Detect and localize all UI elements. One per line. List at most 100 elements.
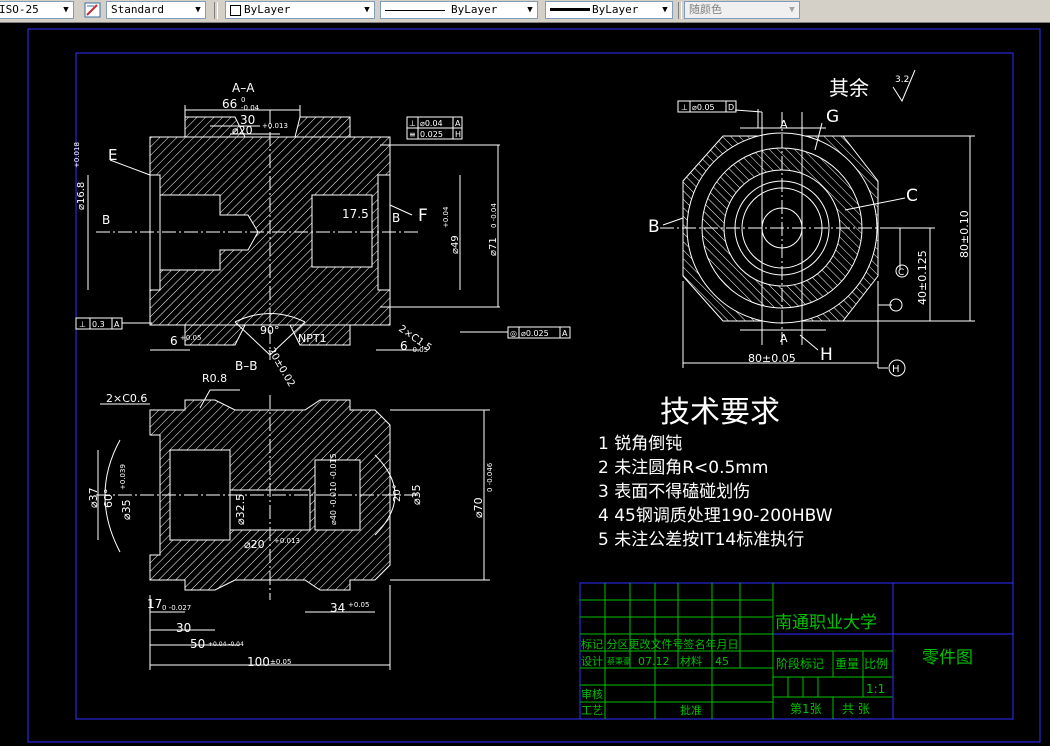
gdt5-symbol: ⊥ xyxy=(681,103,688,112)
gdt4-value: ⌀0.025 xyxy=(521,329,549,338)
plotstyle-dropdown[interactable]: 随颜色 ▼ xyxy=(684,1,800,19)
dim-17-tol: 0 -0.027 xyxy=(162,604,191,612)
gdt2-ref: H xyxy=(455,130,461,139)
dim-6-left-tol: +0.05 xyxy=(180,334,201,342)
tb-material-label: 材料 xyxy=(680,654,702,668)
tb-review: 审核 xyxy=(581,687,603,701)
tb-designer-name: 蔡秉豪 xyxy=(607,656,631,666)
angle-90: 90° xyxy=(260,324,280,337)
layer-value: ByLayer xyxy=(244,3,291,16)
dim-20deg: 20° xyxy=(392,484,403,502)
dim-66-tol-dn: -0.04 xyxy=(241,104,260,112)
tb-process: 工艺 xyxy=(581,704,603,717)
gdt1-value: ⌀0.04 xyxy=(420,119,443,128)
dimstyle-dropdown[interactable]: ISO-25 ▼ xyxy=(0,1,74,19)
tb-drawing-name: 零件图 xyxy=(922,648,973,668)
note-item-2: 2 未注圆角R<0.5mm xyxy=(598,458,768,478)
chevron-down-icon[interactable]: ▼ xyxy=(364,5,370,15)
dim-d16-8: ⌀16.8 xyxy=(76,182,87,210)
roughness-symbol-icon xyxy=(892,69,916,103)
chevron-down-icon[interactable]: ▼ xyxy=(662,5,668,15)
chevron-down-icon[interactable]: ▼ xyxy=(527,5,533,15)
label-c: C xyxy=(906,186,918,206)
datum-c-text: C xyxy=(898,268,904,278)
tb-weight: 重量 xyxy=(835,657,859,671)
chevron-down-icon[interactable]: ▼ xyxy=(789,5,795,15)
label-b-mid: B xyxy=(648,217,660,237)
tb-date: 07.12 xyxy=(638,655,670,668)
properties-toolbar: ISO-25 ▼ Standard ▼ ByLayer ▼ ByLayer ▼ … xyxy=(0,0,1050,23)
dim-66: 66 xyxy=(222,97,237,111)
dim-17-5: 17.5 xyxy=(342,207,369,221)
dim-d20-top-tol: +0.013 xyxy=(262,122,288,130)
tb-scale-label: 比例 xyxy=(864,657,888,671)
outer-border xyxy=(27,28,1041,743)
npt-label: NPT1 xyxy=(298,332,327,345)
chevron-down-icon[interactable]: ▼ xyxy=(195,5,201,15)
dim-d70: ⌀70 xyxy=(472,497,485,518)
color-swatch-icon xyxy=(230,5,241,16)
text-style-icon[interactable] xyxy=(84,2,102,19)
plotstyle-value: 随颜色 xyxy=(689,3,722,16)
label-h: H xyxy=(820,345,833,365)
datum-h-marker: H xyxy=(888,359,906,377)
dim-d35-left-tol: +0.039 xyxy=(119,464,127,490)
gdt4-ref: A xyxy=(562,329,568,338)
note-item-5: 5 未注公差按IT14标准执行 xyxy=(598,530,804,550)
layer-color-dropdown[interactable]: ByLayer ▼ xyxy=(225,1,375,19)
section-aa-label: A–A xyxy=(232,81,255,95)
gdt1-ref: A xyxy=(455,119,461,128)
textstyle-value: Standard xyxy=(111,3,164,16)
gdt-frame-2: ≡ 0.025 H xyxy=(406,127,463,140)
dim-60deg: 60° xyxy=(102,489,115,509)
dim-6-right-tol: -0.05 xyxy=(410,346,428,354)
section-aa-view xyxy=(87,105,500,360)
label-b-right: B xyxy=(392,211,400,225)
linetype-dropdown[interactable]: ByLayer ▼ xyxy=(380,1,538,19)
dim-40-0125: 40±0.125 xyxy=(916,250,929,305)
label-e: E xyxy=(108,146,117,164)
dim-d32-5: ⌀32.5 xyxy=(234,494,247,525)
dim-30-top: 30 xyxy=(240,113,255,127)
dim-17: 17 xyxy=(147,597,162,611)
dim-d20-bottom: ⌀20 xyxy=(244,538,265,551)
dim-d35-left: ⌀35 xyxy=(120,499,133,520)
lineweight-value: ByLayer xyxy=(592,3,639,16)
gdt-frame-1: ⊥ ⌀0.04 A xyxy=(406,116,463,129)
chamfer-2c06: 2×C0.6 xyxy=(106,392,147,405)
gdt2-value: 0.025 xyxy=(420,130,443,139)
tb-sheet-no: 第1张 xyxy=(790,702,822,716)
tb-scale: 1:1 xyxy=(866,682,885,696)
dim-d49-tol: +0.04 xyxy=(442,206,450,228)
dim-d71: ⌀71 xyxy=(488,237,499,256)
dim-100-tol: ±0.05 xyxy=(270,658,291,666)
label-f: F xyxy=(418,206,428,226)
linetype-value: ByLayer xyxy=(451,3,498,16)
datum-c-side xyxy=(878,298,903,312)
gdt3-ref: A xyxy=(114,320,120,329)
dim-50: 50 xyxy=(190,637,205,651)
lineweight-dropdown[interactable]: ByLayer ▼ xyxy=(545,1,673,19)
textstyle-dropdown[interactable]: Standard ▼ xyxy=(106,1,206,19)
datum-c-marker: C xyxy=(895,264,909,278)
gdt1-symbol: ⊥ xyxy=(409,119,416,128)
note-item-1: 1 锐角倒钝 xyxy=(598,434,682,454)
end-view xyxy=(660,109,975,369)
dim-6-right: 6 xyxy=(400,339,408,353)
datum-h-text: H xyxy=(892,364,900,375)
note-item-4: 4 45钢调质处理190-200HBW xyxy=(598,506,833,526)
dim-66-tol-up: 0 xyxy=(241,96,245,104)
dim-d71-tol: 0 -0.04 xyxy=(490,203,498,228)
dim-d20-bottom-tol: +0.013 xyxy=(274,537,300,545)
chevron-down-icon[interactable]: ▼ xyxy=(63,5,69,15)
dim-d16-8-tol: +0.018 xyxy=(73,142,81,168)
dim-d37: ⌀37 xyxy=(87,487,100,508)
dim-30-bottom: 30 xyxy=(176,621,191,635)
tb-stage-mark: 阶段标记 xyxy=(776,656,824,671)
drawing-canvas[interactable]: A–A 66 0 -0.04 30 ⌀20 +0.013 E ⌀16.8 +0.… xyxy=(0,22,1050,746)
dim-34: 34 xyxy=(330,601,345,615)
gdt5-value: ⌀0.05 xyxy=(692,103,715,112)
gdt5-ref: D xyxy=(728,103,734,112)
dim-d49: ⌀49 xyxy=(450,235,461,254)
dim-80-005: 80±0.05 xyxy=(748,352,796,365)
